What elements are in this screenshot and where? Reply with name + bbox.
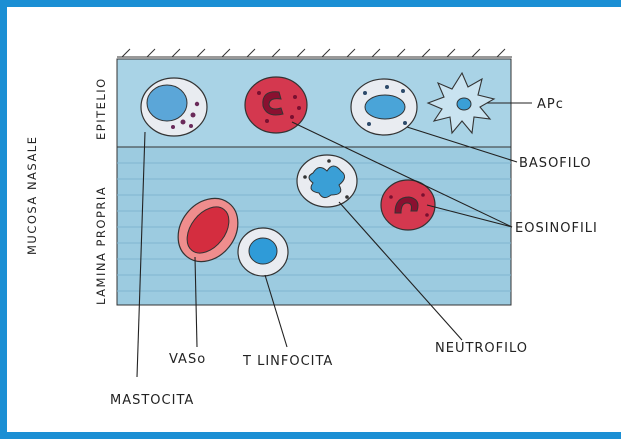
- lamina-propria-label: LAMINA PROPRIA: [94, 186, 108, 305]
- nasal-mucosa-diagram: MUCOSA NASALE EPITELIO LAMINA PROPRIA AP…: [7, 7, 621, 439]
- eosinofilo-cell-bottom: [381, 180, 435, 230]
- t-linfocita-label: T LINFOCITA: [242, 354, 333, 369]
- t-linfocita-cell: [238, 228, 288, 276]
- mastocita-cell: [141, 78, 207, 136]
- epithelium-label: EPITELIO: [94, 77, 108, 140]
- surface-hatching: [117, 49, 512, 57]
- vaso-label: VASo: [169, 352, 206, 367]
- eosinofili-label: EOSINOFILI: [515, 221, 598, 236]
- neutrofilo-label: NEUTROFILO: [435, 341, 528, 356]
- basofilo-cell: [351, 79, 417, 135]
- mastocita-label: MASTOCITA: [110, 393, 194, 408]
- neutrofilo-cell: [297, 155, 357, 207]
- side-label: MUCOSA NASALE: [25, 136, 39, 255]
- apc-label: APc: [537, 97, 564, 112]
- basofilo-label: BASOFILO: [519, 156, 592, 171]
